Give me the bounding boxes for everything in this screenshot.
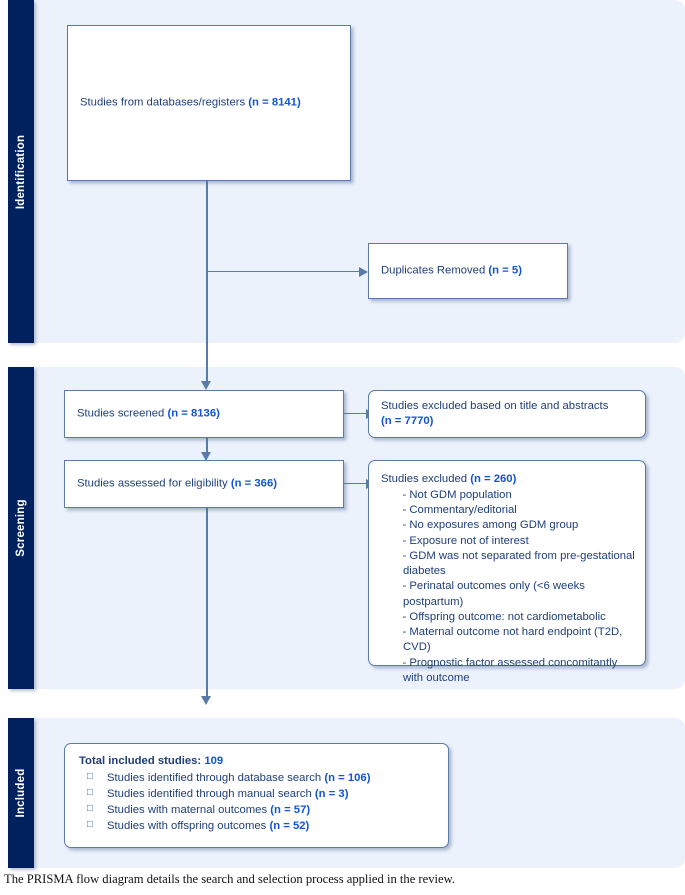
stage-tab-included: Included bbox=[8, 718, 34, 868]
stage-label-identification: Identification bbox=[15, 134, 27, 209]
stage-tab-screening: Screening bbox=[8, 367, 34, 689]
duplicates-removed-count: (n = 5) bbox=[488, 264, 522, 277]
studies-assessed-text: Studies assessed for eligibility bbox=[77, 477, 231, 490]
box-excluded-title-abstracts: Studies excluded based on title and abst… bbox=[368, 390, 646, 438]
connector-to-duplicates bbox=[206, 270, 361, 273]
records-identified-count: (n = 8141) bbox=[248, 96, 301, 109]
square-bullet-icon: □ bbox=[87, 786, 94, 798]
stage-tab-identification: Identification bbox=[8, 0, 34, 343]
exclusion-reason: - Offspring outcome: not cardiometabolic bbox=[402, 610, 606, 623]
included-item-text: Studies with maternal outcomes (n = 57) bbox=[107, 802, 438, 818]
square-bullet-icon: □ bbox=[87, 770, 94, 782]
duplicates-removed-text: Duplicates Removed bbox=[381, 264, 489, 277]
records-identified-text: Studies from databases/registers bbox=[80, 96, 249, 109]
connector-assessed-to-excluded-ft bbox=[344, 482, 368, 485]
included-item-count: (n = 52) bbox=[269, 820, 310, 832]
box-duplicates-removed: Duplicates Removed (n = 5) bbox=[368, 243, 568, 299]
included-item-label: Studies with maternal outcomes bbox=[107, 803, 271, 816]
included-item-label: Studies identified through database sear… bbox=[107, 771, 325, 784]
square-bullet-icon: □ bbox=[87, 802, 94, 814]
box-records-identified: Studies from databases/registers (n = 81… bbox=[67, 25, 351, 181]
included-item-text: Studies identified through database sear… bbox=[107, 770, 438, 786]
box-studies-assessed: Studies assessed for eligibility (n = 36… bbox=[64, 460, 344, 508]
exclusion-reason: - Prognostic factor assessed concomitant… bbox=[402, 656, 618, 684]
connector-assessed-to-included bbox=[206, 508, 208, 698]
studies-screened-text: Studies screened bbox=[77, 407, 168, 420]
exclusion-reason-list: - Not GDM population - Commentary/editor… bbox=[381, 488, 635, 686]
exclusion-reason: - Maternal outcome not hard endpoint (T2… bbox=[402, 626, 623, 654]
excluded-title-abstract-count: (n = 7770) bbox=[381, 415, 434, 427]
included-item-label: Studies with offspring outcomes bbox=[107, 820, 270, 832]
connector-identified-to-screened bbox=[206, 181, 208, 383]
excluded-fulltext-text: Studies excluded bbox=[381, 473, 471, 485]
included-item-text: Studies identified through manual search… bbox=[107, 786, 438, 802]
box-studies-screened: Studies screened (n = 8136) bbox=[64, 390, 344, 438]
included-item-count: (n = 3) bbox=[314, 787, 349, 800]
stage-label-included: Included bbox=[15, 768, 27, 818]
included-total-heading: Total included studies: 109 bbox=[79, 754, 438, 769]
connector-screened-to-assessed bbox=[206, 438, 208, 454]
stage-label-screening: Screening bbox=[15, 499, 27, 557]
included-item-text: Studies with offspring outcomes (n = 52) bbox=[107, 818, 438, 834]
box-included-studies: Total included studies: 109 □ Studies id… bbox=[64, 743, 449, 848]
box-excluded-fulltext: Studies excluded (n = 260) - Not GDM pop… bbox=[368, 460, 646, 684]
square-bullet-icon: □ bbox=[87, 819, 94, 830]
included-item-count: (n = 106) bbox=[324, 771, 371, 784]
arrow-into-included-studies bbox=[201, 696, 212, 705]
exclusion-reason: - No exposures among GDM group bbox=[402, 519, 579, 532]
included-item-label: Studies identified through manual search bbox=[107, 787, 315, 800]
excluded-fulltext-count: (n = 260) bbox=[470, 473, 517, 485]
connector-screened-to-excluded-ta bbox=[344, 412, 368, 415]
exclusion-reason: - GDM was not separated from pre-gestati… bbox=[402, 549, 635, 578]
excluded-title-abstract-text: Studies excluded based on title and abst… bbox=[381, 400, 609, 413]
exclusion-reason: - Exposure not of interest bbox=[402, 534, 529, 547]
arrow-into-studies-assessed bbox=[201, 452, 212, 461]
arrow-into-duplicates-removed bbox=[359, 266, 368, 277]
included-list-item: □ Studies identified through manual sear… bbox=[79, 786, 438, 802]
arrow-into-studies-screened bbox=[201, 381, 212, 390]
included-list-item: □ Studies with maternal outcomes (n = 57… bbox=[79, 802, 438, 818]
studies-screened-count: (n = 8136) bbox=[167, 407, 220, 420]
exclusion-reason: - Commentary/editorial bbox=[402, 504, 517, 517]
studies-assessed-count: (n = 366) bbox=[230, 477, 277, 490]
figure-caption: The PRISMA flow diagram details the sear… bbox=[4, 872, 456, 886]
included-item-count: (n = 57) bbox=[270, 803, 311, 816]
included-list-item: □ Studies identified through database se… bbox=[79, 770, 438, 786]
included-list-item: □ Studies with offspring outcomes (n = 5… bbox=[79, 818, 438, 834]
included-total-count: 109 bbox=[204, 755, 224, 767]
exclusion-reason: - Perinatal outcomes only (<6 weeks post… bbox=[402, 580, 585, 608]
included-total-label: Total included studies: bbox=[79, 755, 205, 767]
exclusion-reason: - Not GDM population bbox=[402, 488, 512, 501]
